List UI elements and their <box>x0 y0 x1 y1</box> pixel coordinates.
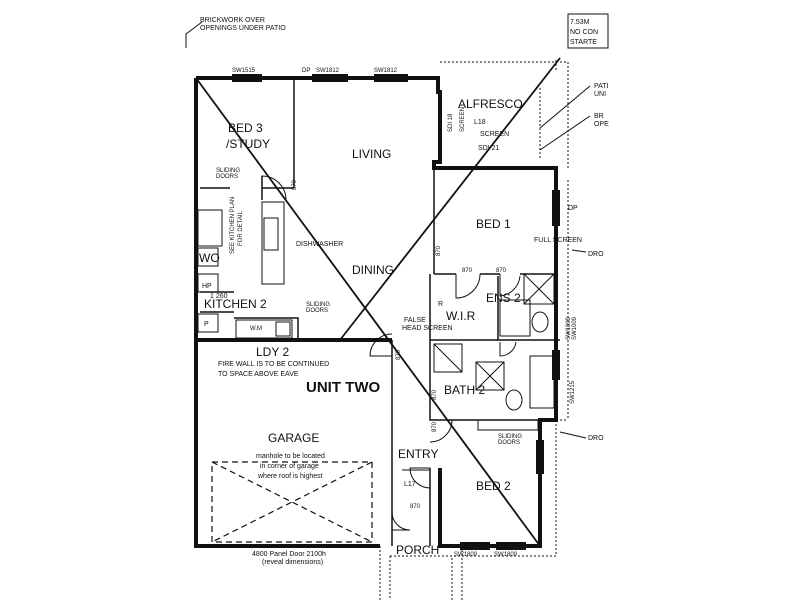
full-screen-label: FULL SCREEN <box>534 237 582 244</box>
door-870-bed1: 870 <box>436 245 442 256</box>
wall-oven-label: WO <box>199 251 220 265</box>
sliding-doors-bed2-line-1: SLIDING <box>498 434 522 440</box>
right-note-6: DRO <box>588 251 604 258</box>
room-label-living: LIVING <box>352 147 391 161</box>
door-870-bath: 870 <box>432 389 438 400</box>
firewall-note-line-2: TO SPACE ABOVE EAVE <box>218 371 299 378</box>
right-note-5: DP <box>568 205 578 212</box>
window-label-dp: DP <box>302 68 310 74</box>
window-label-sw1812-a: SW1812 <box>316 68 340 74</box>
right-note-2: UNI <box>594 91 606 98</box>
right-note-1: PATI <box>594 83 609 90</box>
window-label-sw1215: SW1215 <box>570 380 576 404</box>
door-870-dining: 870 <box>396 349 402 360</box>
false-head-label-line-1: FALSE <box>404 317 426 324</box>
garage-door-outline <box>198 461 378 547</box>
wir-robe-r: R <box>438 301 443 308</box>
alfresco-sdi21: SDI 21 <box>478 145 500 152</box>
right-note-4: OPE <box>594 121 609 128</box>
entry-lintel-l17: L17 <box>404 481 416 488</box>
room-label-ens2: ENS 2 <box>486 291 521 305</box>
sliding-doors-bed2-line-2: DOORS <box>498 440 520 446</box>
door-swings <box>261 175 521 531</box>
manhole-note-line-1: manhole to be located <box>256 453 325 460</box>
room-label-bath2: BATH 2 <box>444 383 485 397</box>
top-right-note: 7.53M NO CON STARTE <box>567 13 609 49</box>
brickwork-note: BRICKWORK OVER OPENINGS UNDER PATIO <box>185 17 286 48</box>
washing-machine-label: W.M <box>250 326 262 332</box>
panel-door-note-line-1: 4800 Panel Door 2100h <box>252 551 326 558</box>
room-label-wir: W.I.R <box>446 309 476 323</box>
alfresco-screen-vertical: SCREEN <box>460 107 466 132</box>
kitchen-plan-note-line-1: SEE KITCHEN PLAN <box>230 197 236 254</box>
room-label-bed2: BED 2 <box>476 479 511 493</box>
right-note-7: DRO <box>588 435 604 442</box>
room-label-porch: PORCH <box>396 543 439 557</box>
window-label-sw1009-b: SW1009 <box>572 316 578 340</box>
porch-outline <box>379 546 463 600</box>
top-right-note-line-2: NO CON <box>570 29 598 36</box>
room-label-entry: ENTRY <box>398 447 438 461</box>
alfresco-screen-label: SCREEN <box>480 131 509 138</box>
hotplate-label: HP <box>202 283 212 290</box>
kitchen-plan-note-line-2: FOR DETAIL <box>238 210 244 246</box>
top-right-note-line-1: 7.53M <box>570 19 590 26</box>
room-label-study: /STUDY <box>226 137 270 151</box>
room-label-bed1: BED 1 <box>476 217 511 231</box>
manhole-note-line-2: in corner of garage <box>260 463 319 470</box>
brickwork-note-line-2: OPENINGS UNDER PATIO <box>200 25 286 32</box>
bathroom-fixtures <box>433 273 555 431</box>
panel-door-note-line-2: (reveal dimensions) <box>262 559 323 566</box>
door-870-entry: 870 <box>410 504 421 510</box>
right-note-3: BR <box>594 113 604 120</box>
door-870-hall: 870 <box>432 421 438 432</box>
window-label-sw1515: SW1515 <box>232 68 256 74</box>
brickwork-note-line-1: BRICKWORK OVER <box>200 17 265 24</box>
diagonal-cross-lines <box>195 57 561 547</box>
alfresco-lintel-l18: L18 <box>474 119 486 126</box>
false-head-label-line-2: HEAD SCREEN <box>402 325 453 332</box>
sliding-doors-bed3-line-1: SLIDING <box>216 168 240 174</box>
alfresco-sdi18: SDI 18 <box>448 113 454 132</box>
room-label-dining: DINING <box>352 263 394 277</box>
dimension-1260: 1 260 <box>210 293 228 300</box>
room-label-bed3: BED 3 <box>228 121 263 135</box>
window-label-sw1809-b: SW1809 <box>494 552 518 558</box>
dishwasher-label: DISHWASHER <box>296 241 343 248</box>
pantry-label: P <box>204 321 209 328</box>
door-870-ens: 870 <box>496 268 507 274</box>
unit-title: UNIT TWO <box>306 379 380 396</box>
window-marks <box>232 74 560 550</box>
sliding-doors-kitchen-line-2: DOORS <box>306 308 328 314</box>
room-label-ldy2: LDY 2 <box>256 345 289 359</box>
door-870-bed3: 870 <box>292 179 298 190</box>
kitchen-cabinetry <box>197 201 293 339</box>
room-label-garage: GARAGE <box>268 431 319 445</box>
room-label-alfresco: ALFRESCO <box>458 97 523 111</box>
door-870-wir: 870 <box>462 268 473 274</box>
room-label-kitchen2: KITCHEN 2 <box>204 297 267 311</box>
manhole-note-line-3: where roof is highest <box>257 473 323 480</box>
window-label-sw1809-a: SW1809 <box>454 552 478 558</box>
firewall-note-line-1: FIRE WALL IS TO BE CONTINUED <box>218 361 329 368</box>
sliding-doors-kitchen-line-1: SLIDING <box>306 302 330 308</box>
window-label-sw1009: SW1009 <box>566 316 572 340</box>
sliding-doors-bed3-line-2: DOORS <box>216 174 238 180</box>
window-label-sw1812-b: SW1812 <box>374 68 398 74</box>
top-right-note-line-3: STARTE <box>570 39 597 46</box>
